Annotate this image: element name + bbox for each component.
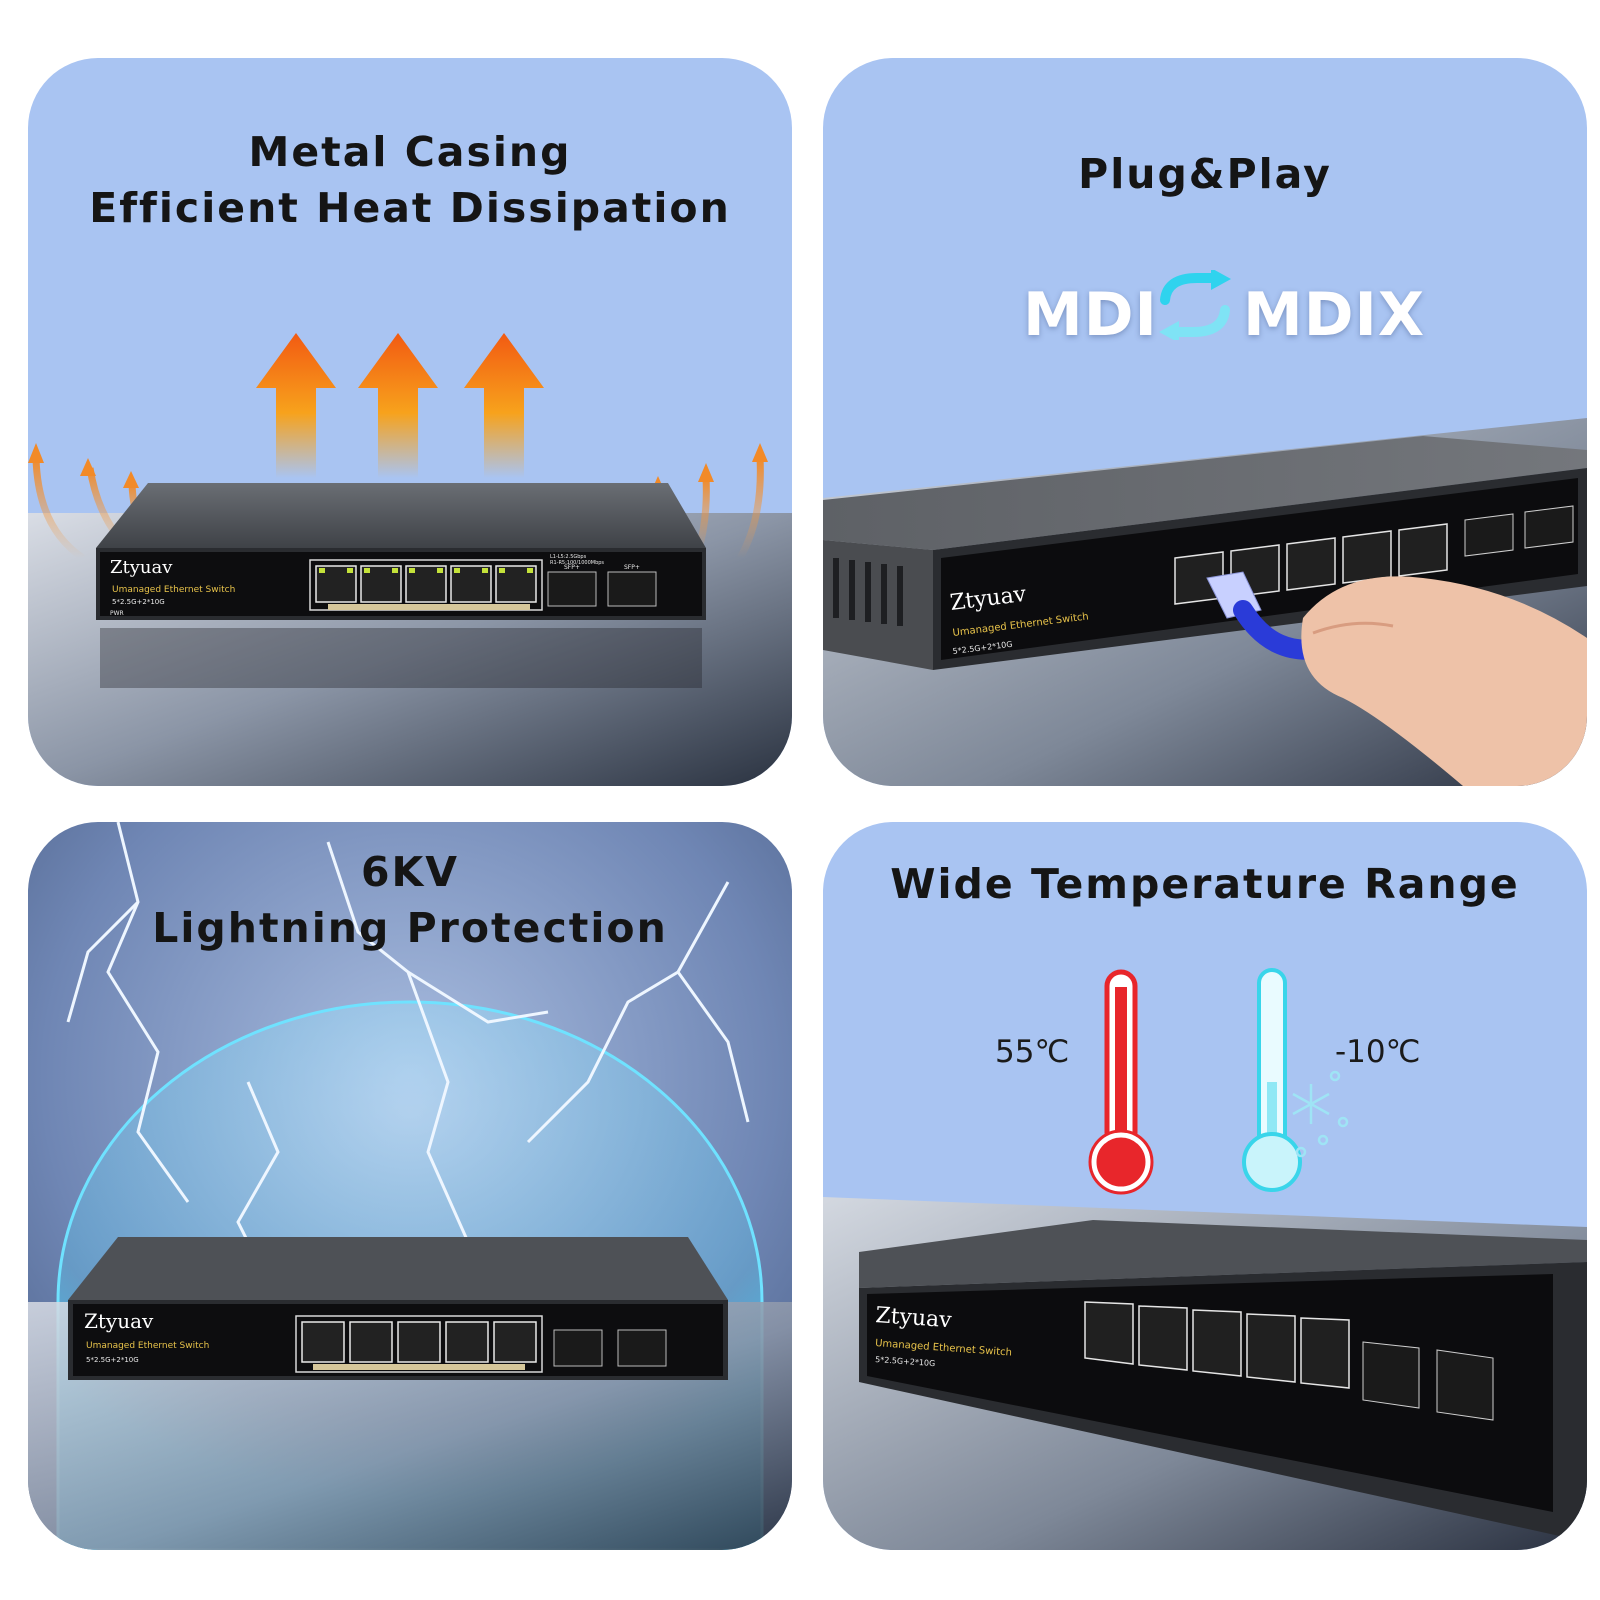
cold-thermometer-icon xyxy=(1242,968,1302,1192)
network-switch: Ztyuav Umanaged Ethernet Switch 5*2.5G+2… xyxy=(823,436,1587,670)
snowflake-icon xyxy=(1292,1070,1349,1158)
svg-text:5*2.5G+2*10G: 5*2.5G+2*10G xyxy=(86,1356,139,1364)
panel-title: Wide Temperature Range xyxy=(890,860,1520,908)
panel-title: Metal Casing Efficient Heat Dissipation xyxy=(89,128,731,232)
svg-text:L1-L5:2.5Gbps: L1-L5:2.5Gbps xyxy=(550,554,587,560)
svg-text:Ztyuav: Ztyuav xyxy=(110,557,173,578)
cold-temperature-label: -10℃ xyxy=(1335,1034,1421,1070)
heat-scene: Ztyuav Umanaged Ethernet Switch 5*2.5G+2… xyxy=(28,58,792,786)
svg-text:R1-R5:100/1000Mbps: R1-R5:100/1000Mbps xyxy=(550,560,604,566)
hot-thermometer-icon xyxy=(1088,969,1154,1195)
wide-temperature-panel: Ztyuav Umanaged Ethernet Switch 5*2.5G+2… xyxy=(823,822,1587,1550)
network-switch: Ztyuav Umanaged Ethernet Switch 5*2.5G+2… xyxy=(68,1237,728,1380)
svg-text:Ztyuav: Ztyuav xyxy=(84,1309,154,1333)
svg-text:Umanaged Ethernet Switch: Umanaged Ethernet Switch xyxy=(86,1341,209,1351)
panel-title: 6KV Lightning Protection xyxy=(152,848,668,952)
plug-and-play-panel: Ztyuav Umanaged Ethernet Switch 5*2.5G+2… xyxy=(823,58,1587,786)
heat-arrow-icon xyxy=(464,333,544,478)
hot-temperature-label: 55℃ xyxy=(995,1034,1070,1070)
sync-arrows-icon xyxy=(1159,270,1231,340)
heat-dissipation-panel: Ztyuav Umanaged Ethernet Switch 5*2.5G+2… xyxy=(28,58,792,786)
svg-text:5*2.5G+2*10G: 5*2.5G+2*10G xyxy=(875,1355,936,1368)
mdi-label: MDI xyxy=(1023,280,1158,350)
svg-text:PWR: PWR xyxy=(110,610,124,617)
svg-text:Umanaged Ethernet Switch: Umanaged Ethernet Switch xyxy=(112,585,235,595)
heat-arrow-icon xyxy=(358,333,438,478)
lightning-scene: Ztyuav Umanaged Ethernet Switch 5*2.5G+2… xyxy=(28,822,792,1550)
svg-text:SFP+: SFP+ xyxy=(564,564,580,571)
lightning-protection-panel: Ztyuav Umanaged Ethernet Switch 5*2.5G+2… xyxy=(28,822,792,1550)
hand xyxy=(1301,576,1587,786)
svg-text:Ztyuav: Ztyuav xyxy=(875,1303,953,1333)
plug-scene: Ztyuav Umanaged Ethernet Switch 5*2.5G+2… xyxy=(823,58,1587,786)
temperature-scene: Ztyuav Umanaged Ethernet Switch 5*2.5G+2… xyxy=(823,822,1587,1550)
svg-text:SFP+: SFP+ xyxy=(624,564,640,571)
network-switch: Ztyuav Umanaged Ethernet Switch 5*2.5G+2… xyxy=(96,483,706,620)
mdix-label: MDIX xyxy=(1243,280,1426,350)
svg-text:5*2.5G+2*10G: 5*2.5G+2*10G xyxy=(112,598,165,606)
network-switch: Ztyuav Umanaged Ethernet Switch 5*2.5G+2… xyxy=(859,1220,1587,1542)
panel-title: Plug&Play xyxy=(1078,150,1332,198)
heat-arrow-icon xyxy=(256,333,336,478)
